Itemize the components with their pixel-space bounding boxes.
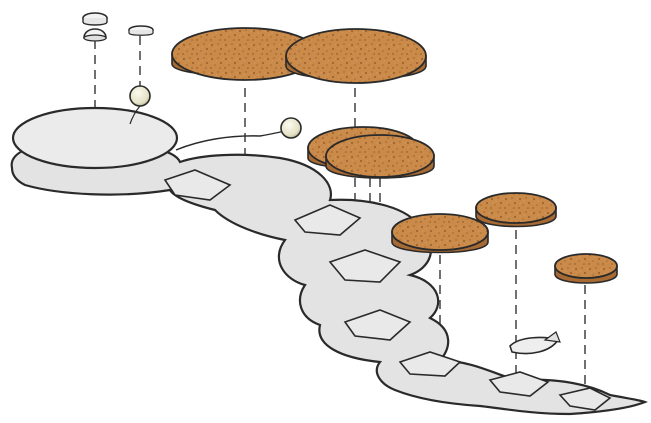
- cork-disc-icon: [391, 213, 489, 254]
- cork-disc-icon: [554, 253, 618, 284]
- cork-disc-icon: [475, 192, 557, 228]
- cork-disc-icon: [285, 28, 427, 84]
- small-cap-icon: [82, 12, 108, 26]
- cream-bead-icon: [129, 85, 151, 125]
- cork-disc-icon: [171, 27, 319, 81]
- small-dome-icon: [83, 28, 107, 42]
- cork-disc-icon: [325, 134, 435, 179]
- small-washer-icon: [128, 25, 154, 36]
- base-plate-upper: [11, 106, 291, 170]
- cream-bead-icon: [280, 117, 302, 139]
- base-plate-lower: [10, 140, 648, 416]
- leaf-clip-icon: [509, 331, 561, 355]
